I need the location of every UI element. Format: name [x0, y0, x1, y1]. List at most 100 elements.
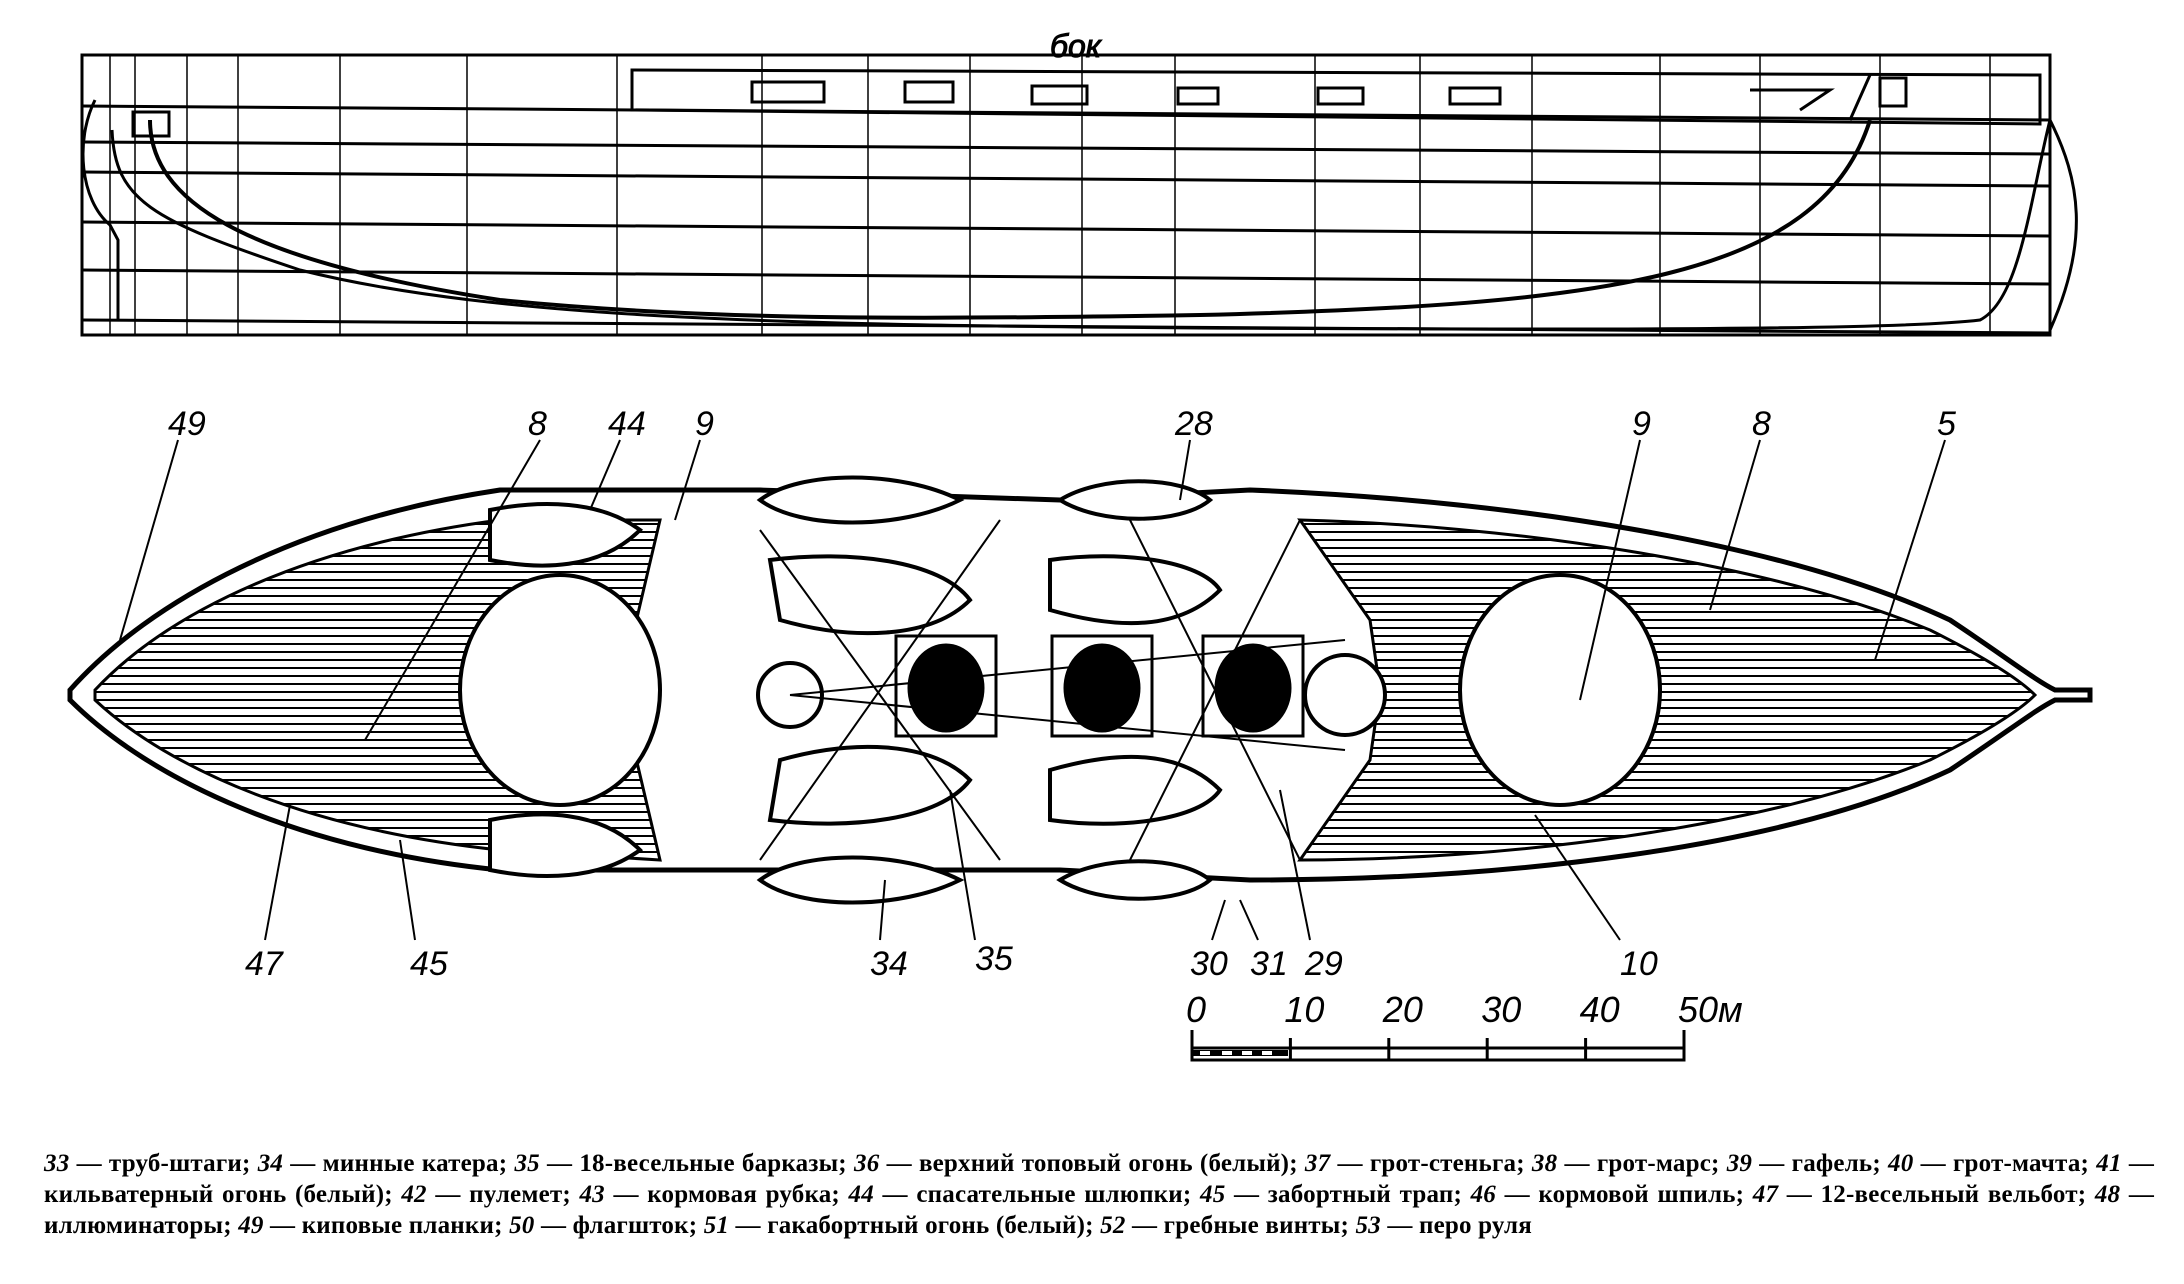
legend-entry: 37 — грот-стеньга; — [1304, 1150, 1525, 1177]
callout: 35 — [975, 940, 1013, 978]
legend-text: флагшток; — [572, 1212, 698, 1239]
legend-number: 41 — [2096, 1150, 2122, 1177]
callout: 10 — [1620, 945, 1658, 983]
legend-text: киповые планки; — [301, 1212, 503, 1239]
legend-text: иллюминаторы; — [44, 1212, 232, 1239]
scale-label: 50м — [1678, 989, 1743, 1030]
legend-number: 34 — [257, 1150, 284, 1177]
leader-lines — [119, 439, 1946, 941]
callout: 44 — [608, 405, 646, 443]
legend-text: спасательные шлюпки; — [916, 1181, 1192, 1208]
callout: 47 — [245, 945, 284, 983]
fore-deck — [1297, 518, 2038, 862]
scale-bar: 0 10 20 30 40 50м — [1186, 989, 1743, 1062]
legend-entry: 47 — 12-весельный вельбот; — [1752, 1181, 2087, 1208]
funnels — [894, 634, 1305, 738]
side-view-frame — [80, 53, 2052, 337]
aft-turret — [458, 573, 662, 807]
legend-text: верхний топовый огонь (белый); — [918, 1150, 1298, 1177]
scale-label: 10 — [1284, 989, 1324, 1030]
legend-number: 44 — [848, 1181, 874, 1208]
legend-text: 18-весельные барказы; — [579, 1150, 847, 1177]
legend-entry: 34 — минные катера; — [257, 1150, 508, 1177]
legend-text: забортный трап; — [1267, 1181, 1462, 1208]
legend-text: труб-штаги; — [108, 1150, 251, 1177]
legend-number: 48 — [2094, 1181, 2121, 1208]
legend-number: 35 — [514, 1150, 540, 1177]
legend-entry: 50 — флагшток; — [509, 1212, 698, 1239]
legend: 33 — труб-штаги; 34 — минные катера; 35 … — [44, 1148, 2154, 1241]
legend-text: грот-мачта; — [1952, 1150, 2090, 1177]
legend-number: 45 — [1200, 1181, 1226, 1208]
legend-entry: 35 — 18-весельные барказы; — [514, 1150, 847, 1177]
legend-text: перо руля — [1419, 1212, 1532, 1239]
callout: 8 — [1752, 405, 1771, 443]
callout: 9 — [1632, 405, 1651, 443]
legend-number: 40 — [1888, 1150, 1914, 1177]
fore-mast — [1303, 653, 1387, 737]
legend-text: гребные винты; — [1163, 1212, 1350, 1239]
legend-entry: 40 — грот-мачта; — [1888, 1150, 2090, 1177]
callout: 8 — [528, 405, 547, 443]
callout: 5 — [1937, 405, 1956, 443]
scale-label: 20 — [1382, 989, 1423, 1030]
legend-entry: 51 — гакабортный огонь (белый); — [703, 1212, 1094, 1239]
side-view-title: бок — [1050, 28, 1103, 64]
legend-number: 52 — [1100, 1212, 1126, 1239]
legend-entry: 36 — верхний топовый огонь (белый); — [854, 1150, 1298, 1177]
callout: 45 — [410, 945, 448, 983]
legend-number: 39 — [1726, 1150, 1753, 1177]
legend-entry: 41 — кильватерный огонь (белый); — [44, 1150, 2155, 1208]
legend-text: грот-стеньга; — [1369, 1150, 1525, 1177]
ports — [131, 76, 1908, 138]
waterlines — [81, 104, 2051, 335]
legend-number: 43 — [579, 1181, 605, 1208]
legend-entry: 48 — иллюминаторы; — [44, 1181, 2155, 1239]
scale-label: 0 — [1186, 989, 1206, 1030]
legend-entry: 33 — труб-штаги; — [44, 1150, 251, 1177]
plan-view — [67, 475, 2093, 905]
legend-text: грот-марс; — [1596, 1150, 1720, 1177]
fore-turret — [1458, 573, 1662, 807]
funnel-stays — [759, 519, 1346, 861]
legend-text: минные катера; — [322, 1150, 508, 1177]
callout: 9 — [695, 405, 714, 443]
keel-line — [110, 119, 2052, 331]
legend-number: 51 — [703, 1212, 730, 1239]
legend-entry: 38 — грот-марс; — [1531, 1150, 1720, 1177]
legend-entry: 42 — пулемет; — [401, 1181, 571, 1208]
callouts-bottom: 47 45 34 35 30 31 29 10 — [245, 940, 1658, 983]
callout: 30 — [1190, 945, 1228, 983]
callout: 31 — [1250, 945, 1288, 983]
legend-number: 50 — [509, 1212, 535, 1239]
legend-text: кормовой шпиль; — [1538, 1181, 1745, 1208]
legend-entry: 45 — забортный трап; — [1200, 1181, 1462, 1208]
bilge-line — [148, 119, 1872, 320]
legend-number: 47 — [1752, 1181, 1779, 1208]
callout: 29 — [1304, 945, 1343, 983]
legend-entry: 46 — кормовой шпиль; — [1470, 1181, 1745, 1208]
scale-label: 30 — [1481, 989, 1521, 1030]
callout: 49 — [168, 405, 206, 443]
legend-number: 53 — [1355, 1212, 1381, 1239]
callout: 28 — [1174, 405, 1213, 443]
legend-number: 46 — [1470, 1181, 1496, 1208]
ship-drawing: бок — [67, 28, 2093, 1062]
callouts-top: 49 8 44 9 28 9 8 5 — [168, 405, 1956, 443]
side-view: бок — [80, 28, 2078, 337]
boats — [488, 475, 1223, 905]
legend-entry: 53 — перо руля — [1355, 1212, 1532, 1239]
legend-entry: 44 — спасательные шлюпки; — [848, 1181, 1192, 1208]
legend-text: гакабортный огонь (белый); — [767, 1212, 1094, 1239]
callout: 34 — [870, 945, 908, 983]
legend-number: 37 — [1304, 1150, 1331, 1177]
station-lines — [109, 55, 1991, 335]
legend-number: 36 — [854, 1150, 880, 1177]
legend-number: 33 — [44, 1150, 70, 1177]
legend-number: 42 — [401, 1181, 427, 1208]
legend-text: пулемет; — [469, 1181, 571, 1208]
legend-text: гафель; — [1791, 1150, 1881, 1177]
superstructure-outline — [630, 68, 2042, 126]
legend-number: 49 — [238, 1212, 264, 1239]
scale-label: 40 — [1580, 989, 1620, 1030]
